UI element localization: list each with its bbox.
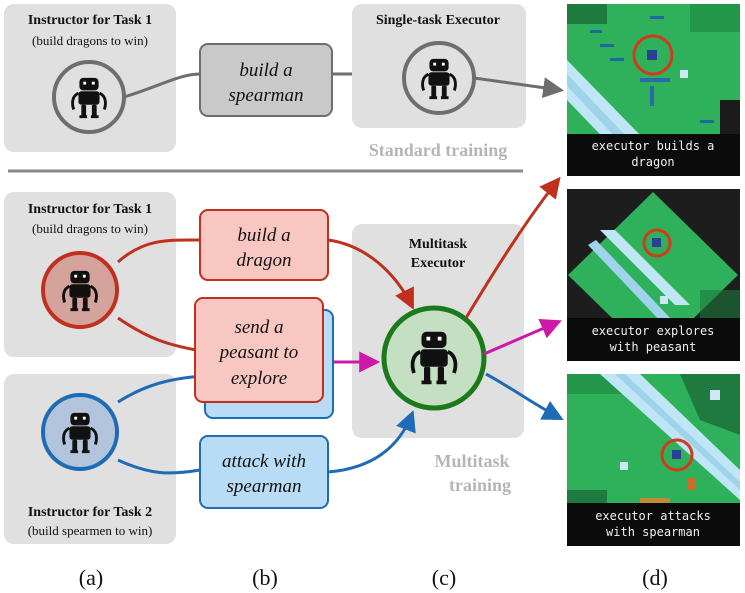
- game-panel-1: executor builds a dragon: [567, 4, 740, 176]
- arrow-attack-to-executor: [327, 410, 416, 474]
- multitask-executor-title-line1: Multitask: [409, 237, 468, 252]
- top-command-line1: build a: [239, 60, 292, 81]
- red-line-to-explore: [117, 316, 197, 352]
- top-command-line2: spearman: [229, 85, 304, 106]
- cmd-explore-box: [194, 297, 324, 403]
- cmd-attack-line2: spearman: [227, 476, 302, 497]
- cmd-attack-box: [199, 435, 329, 509]
- cmd-explore-line3: explore: [231, 368, 287, 389]
- blue-line-to-attack: [117, 458, 201, 475]
- highlight-ring: [642, 228, 672, 258]
- top-executor-title: Single-task Executor: [376, 13, 500, 28]
- caption-c: (c): [432, 565, 456, 590]
- panel3-caption-line1: executor attacks: [595, 509, 711, 523]
- cmd-build-dragon-box: [199, 209, 329, 281]
- cmd-explore-line2: peasant to: [218, 342, 299, 363]
- panel3-caption-line2: with spearman: [606, 525, 700, 539]
- panel1-caption-line2: dragon: [631, 155, 674, 169]
- arrow-executor-to-panel2: [483, 319, 562, 356]
- cmd-build-dragon-line1: build a: [237, 225, 290, 246]
- arrow-executor-to-panel3: [485, 372, 564, 420]
- highlight-ring: [660, 438, 694, 472]
- cmd-attack-line1: attack with: [222, 451, 306, 472]
- multitask-executor-title-line2: Executor: [411, 256, 465, 271]
- top-command-box: [199, 43, 333, 117]
- caption-a: (a): [79, 565, 103, 590]
- top-instructor-subtitle: (build dragons to win): [32, 33, 148, 48]
- top-instructor-title: Instructor for Task 1: [28, 13, 152, 28]
- top-arrow-to-panel: [473, 76, 565, 99]
- panel1-caption-line1: executor builds a: [592, 139, 715, 153]
- top-arrow-line: [123, 72, 201, 99]
- instructor1-subtitle: (build dragons to win): [32, 221, 148, 236]
- caption-b: (b): [252, 565, 278, 590]
- caption-d: (d): [642, 565, 668, 590]
- arrow-executor-to-panel1: [464, 176, 561, 319]
- multitask-training-label-line1: Multitask: [434, 451, 509, 471]
- cmd-build-dragon-line2: dragon: [237, 250, 292, 271]
- cmd-explore-line1: send a: [234, 317, 283, 338]
- panel2-caption-line1: executor explores: [592, 324, 715, 338]
- game-panel-3: executor attacks with spearman: [567, 374, 740, 546]
- instructor2-title: Instructor for Task 2: [28, 505, 152, 520]
- panel2-caption-line2: with peasant: [610, 340, 697, 354]
- highlight-ring: [632, 34, 674, 76]
- arrow-build-dragon-to-executor: [327, 238, 414, 310]
- instructor2-subtitle: (build spearmen to win): [28, 523, 153, 538]
- red-line-to-build-dragon: [117, 238, 201, 264]
- multitask-training-label-line2: training: [449, 475, 511, 495]
- instructor1-title: Instructor for Task 1: [28, 202, 152, 217]
- game-panel-2: executor explores with peasant: [567, 189, 740, 361]
- standard-training-label: Standard training: [369, 140, 508, 160]
